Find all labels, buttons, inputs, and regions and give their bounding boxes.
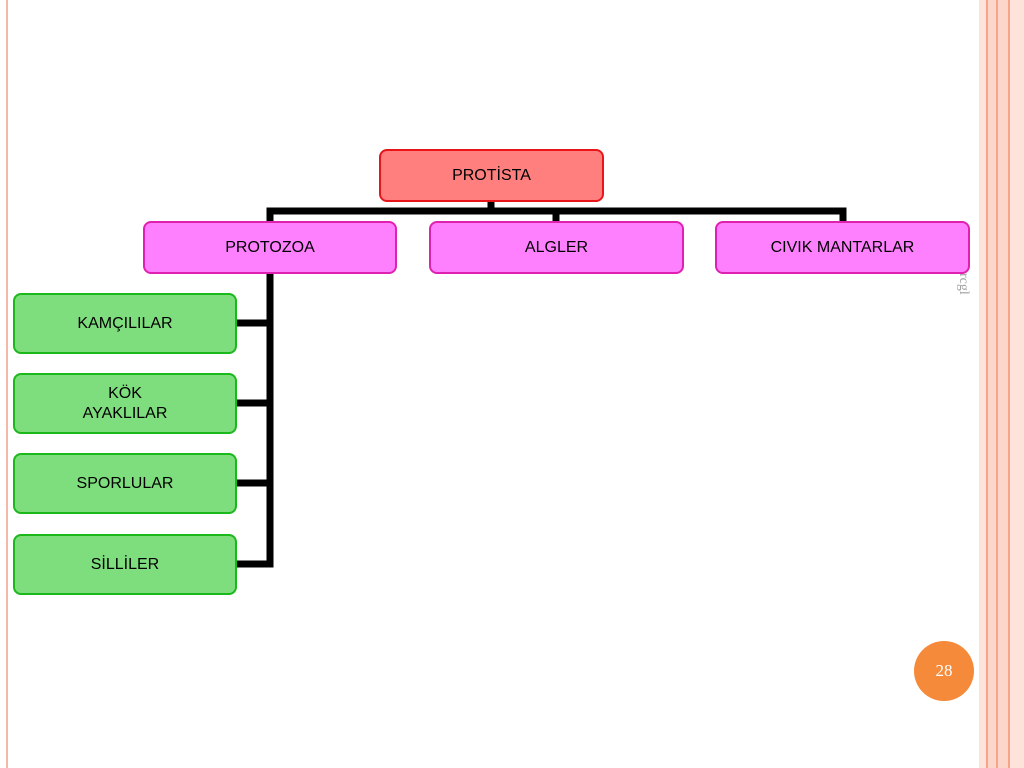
node-label: KÖK AYAKLILAR [82,384,168,422]
node-label: SPORLULAR [76,474,174,492]
node-silliler: SİLLİLER [13,534,237,595]
node-protozoa: PROTOZOA [143,221,397,274]
decorative-stripe [1008,0,1010,768]
node-civik-mantarlar: CIVIK MANTARLAR [715,221,970,274]
node-kamcililar: KAMÇILILAR [13,293,237,354]
node-label: CIVIK MANTARLAR [770,238,915,256]
slide-edge-line [6,0,8,768]
node-label: SİLLİLER [90,555,160,573]
node-sporlular: SPORLULAR [13,453,237,514]
page-number: 28 [935,661,953,680]
decorative-stripe [998,0,1008,768]
node-algler: ALGLER [429,221,684,274]
node-label: PROTİSTA [452,166,531,184]
node-label: PROTOZOA [225,238,315,256]
node-label: ALGLER [524,238,589,256]
decorative-stripe [988,0,996,768]
decorative-stripe [1010,0,1024,768]
page-number-badge: 28 [914,641,974,701]
node-label: KAMÇILILAR [77,314,173,332]
decorative-stripe [986,0,988,768]
decorative-stripe [979,0,986,768]
node-protista: PROTİSTA [379,149,604,202]
decorative-stripe [996,0,998,768]
node-kok-ayaklilar: KÖK AYAKLILAR [13,373,237,434]
